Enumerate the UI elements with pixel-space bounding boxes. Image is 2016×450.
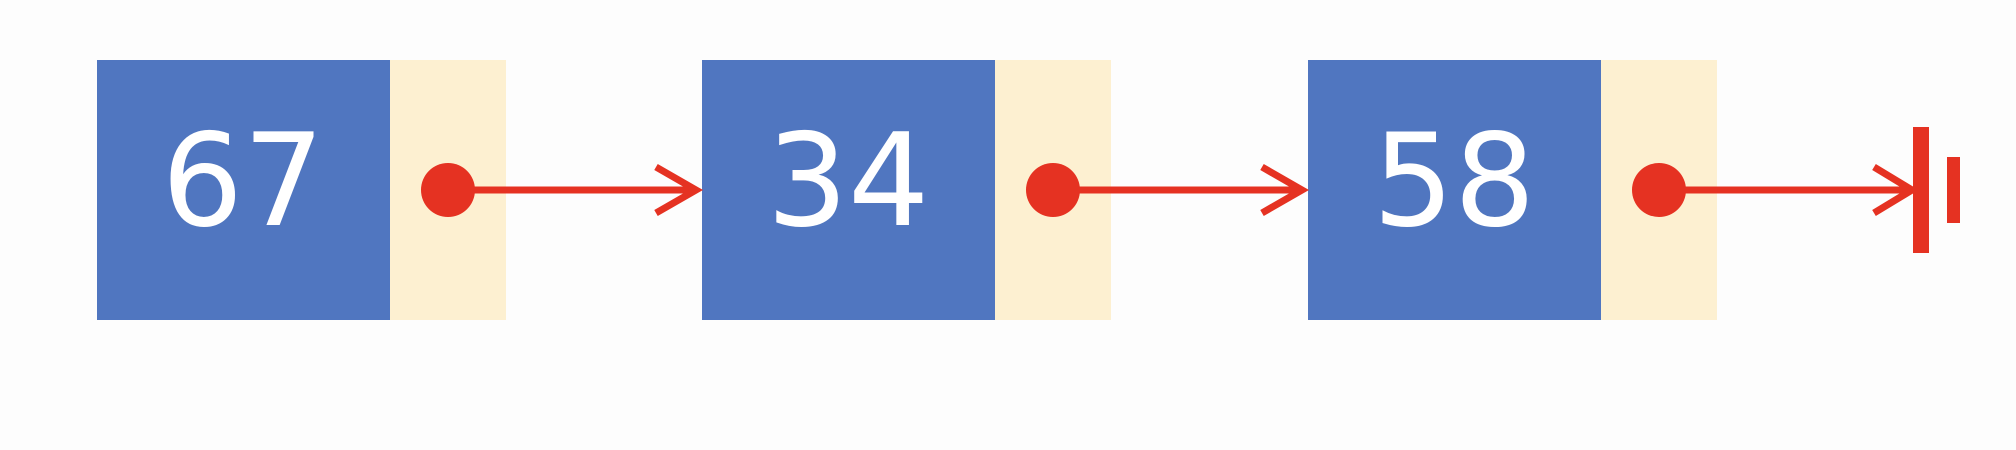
node-1-value: 67 bbox=[162, 107, 325, 256]
pointer-arrow-2 bbox=[1026, 163, 1310, 217]
arrowhead-icon bbox=[654, 163, 704, 217]
null-bar-long bbox=[1913, 127, 1929, 253]
list-node-3: 58 bbox=[1308, 60, 1717, 320]
arrowhead-icon bbox=[1260, 163, 1310, 217]
null-bar-short bbox=[1947, 157, 1960, 223]
null-terminator-icon bbox=[1913, 127, 1960, 253]
node-3-value: 58 bbox=[1373, 107, 1536, 256]
node-2-value: 34 bbox=[767, 107, 930, 256]
pointer-arrow-3 bbox=[1632, 163, 1919, 217]
pointer-arrow-1 bbox=[421, 163, 704, 217]
node-3-value-box bbox=[1308, 60, 1601, 320]
node-1-value-box bbox=[97, 60, 390, 320]
node-2-value-box bbox=[702, 60, 995, 320]
arrowhead-icon bbox=[1872, 164, 1919, 216]
